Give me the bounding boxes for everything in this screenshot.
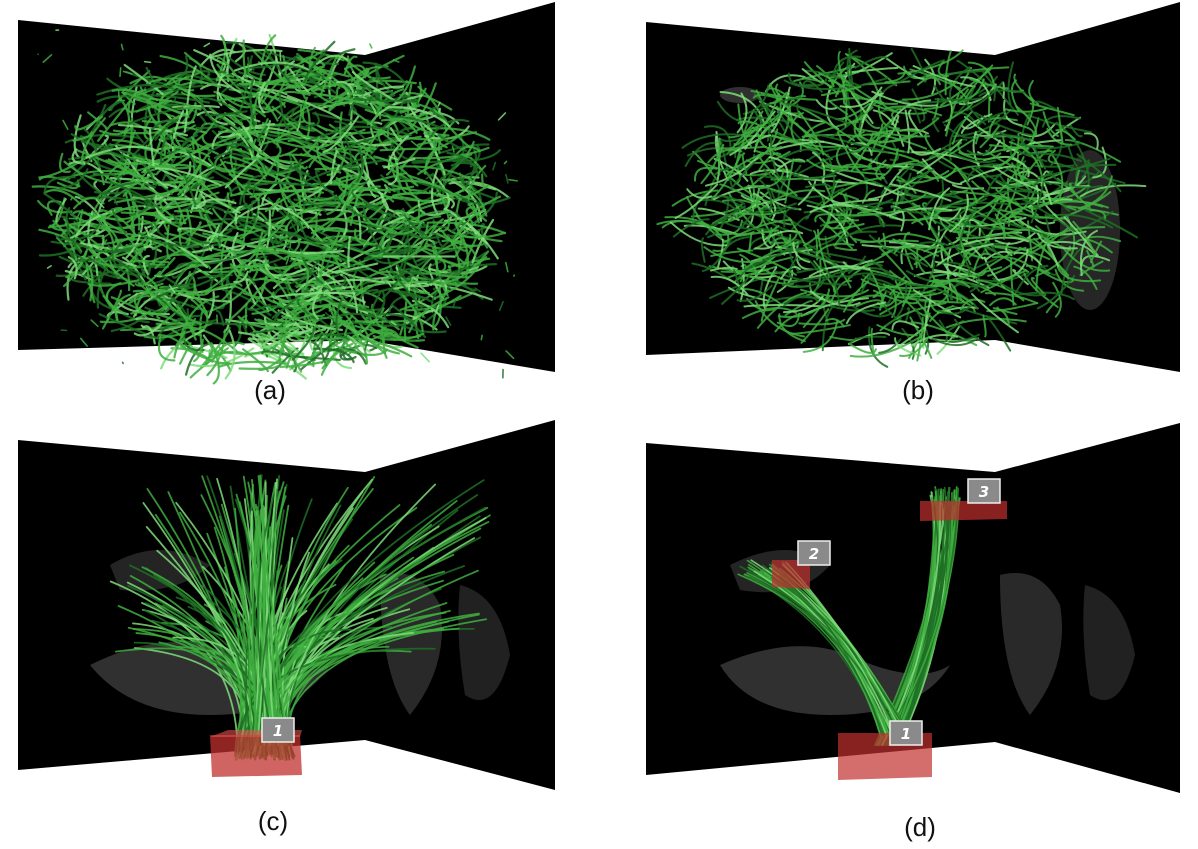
panel-c: 1: [0, 415, 599, 815]
roi-box-3[interactable]: [920, 501, 1007, 521]
panel-d: 1 2 3: [620, 415, 1198, 815]
panel-a: [0, 0, 599, 390]
panel-c-fiber-bundle: [109, 474, 491, 761]
roi-label-2: 2: [797, 540, 831, 566]
panel-b-caption: (b): [902, 375, 934, 405]
panel-c-caption: (c): [257, 806, 289, 836]
panel-d-caption: (d): [904, 812, 936, 842]
panel-b-fiber-bundle: [656, 47, 1147, 368]
roi-label-1-text: 1: [273, 722, 283, 740]
roi-label-3-text: 3: [979, 483, 989, 501]
panel-a-fiber-bundle: [31, 29, 519, 385]
panel-c-scene: 1: [18, 420, 555, 790]
roi-label-1-text: 1: [901, 725, 911, 743]
roi-label-2-text: 2: [809, 545, 819, 563]
panel-b-scene: [646, 2, 1180, 372]
panel-a-caption: (a): [254, 375, 286, 405]
roi-box-2[interactable]: [772, 560, 810, 589]
roi-label-1: 1: [261, 717, 295, 743]
roi-label-1: 1: [889, 720, 923, 746]
panel-a-scene: [18, 2, 555, 385]
panel-b: [620, 0, 1198, 390]
roi-label-3: 3: [967, 478, 1001, 504]
panel-d-right-plane: [995, 423, 1180, 793]
panel-c-right-plane: [365, 420, 555, 790]
panel-d-scene: 1 2 3: [646, 423, 1180, 793]
